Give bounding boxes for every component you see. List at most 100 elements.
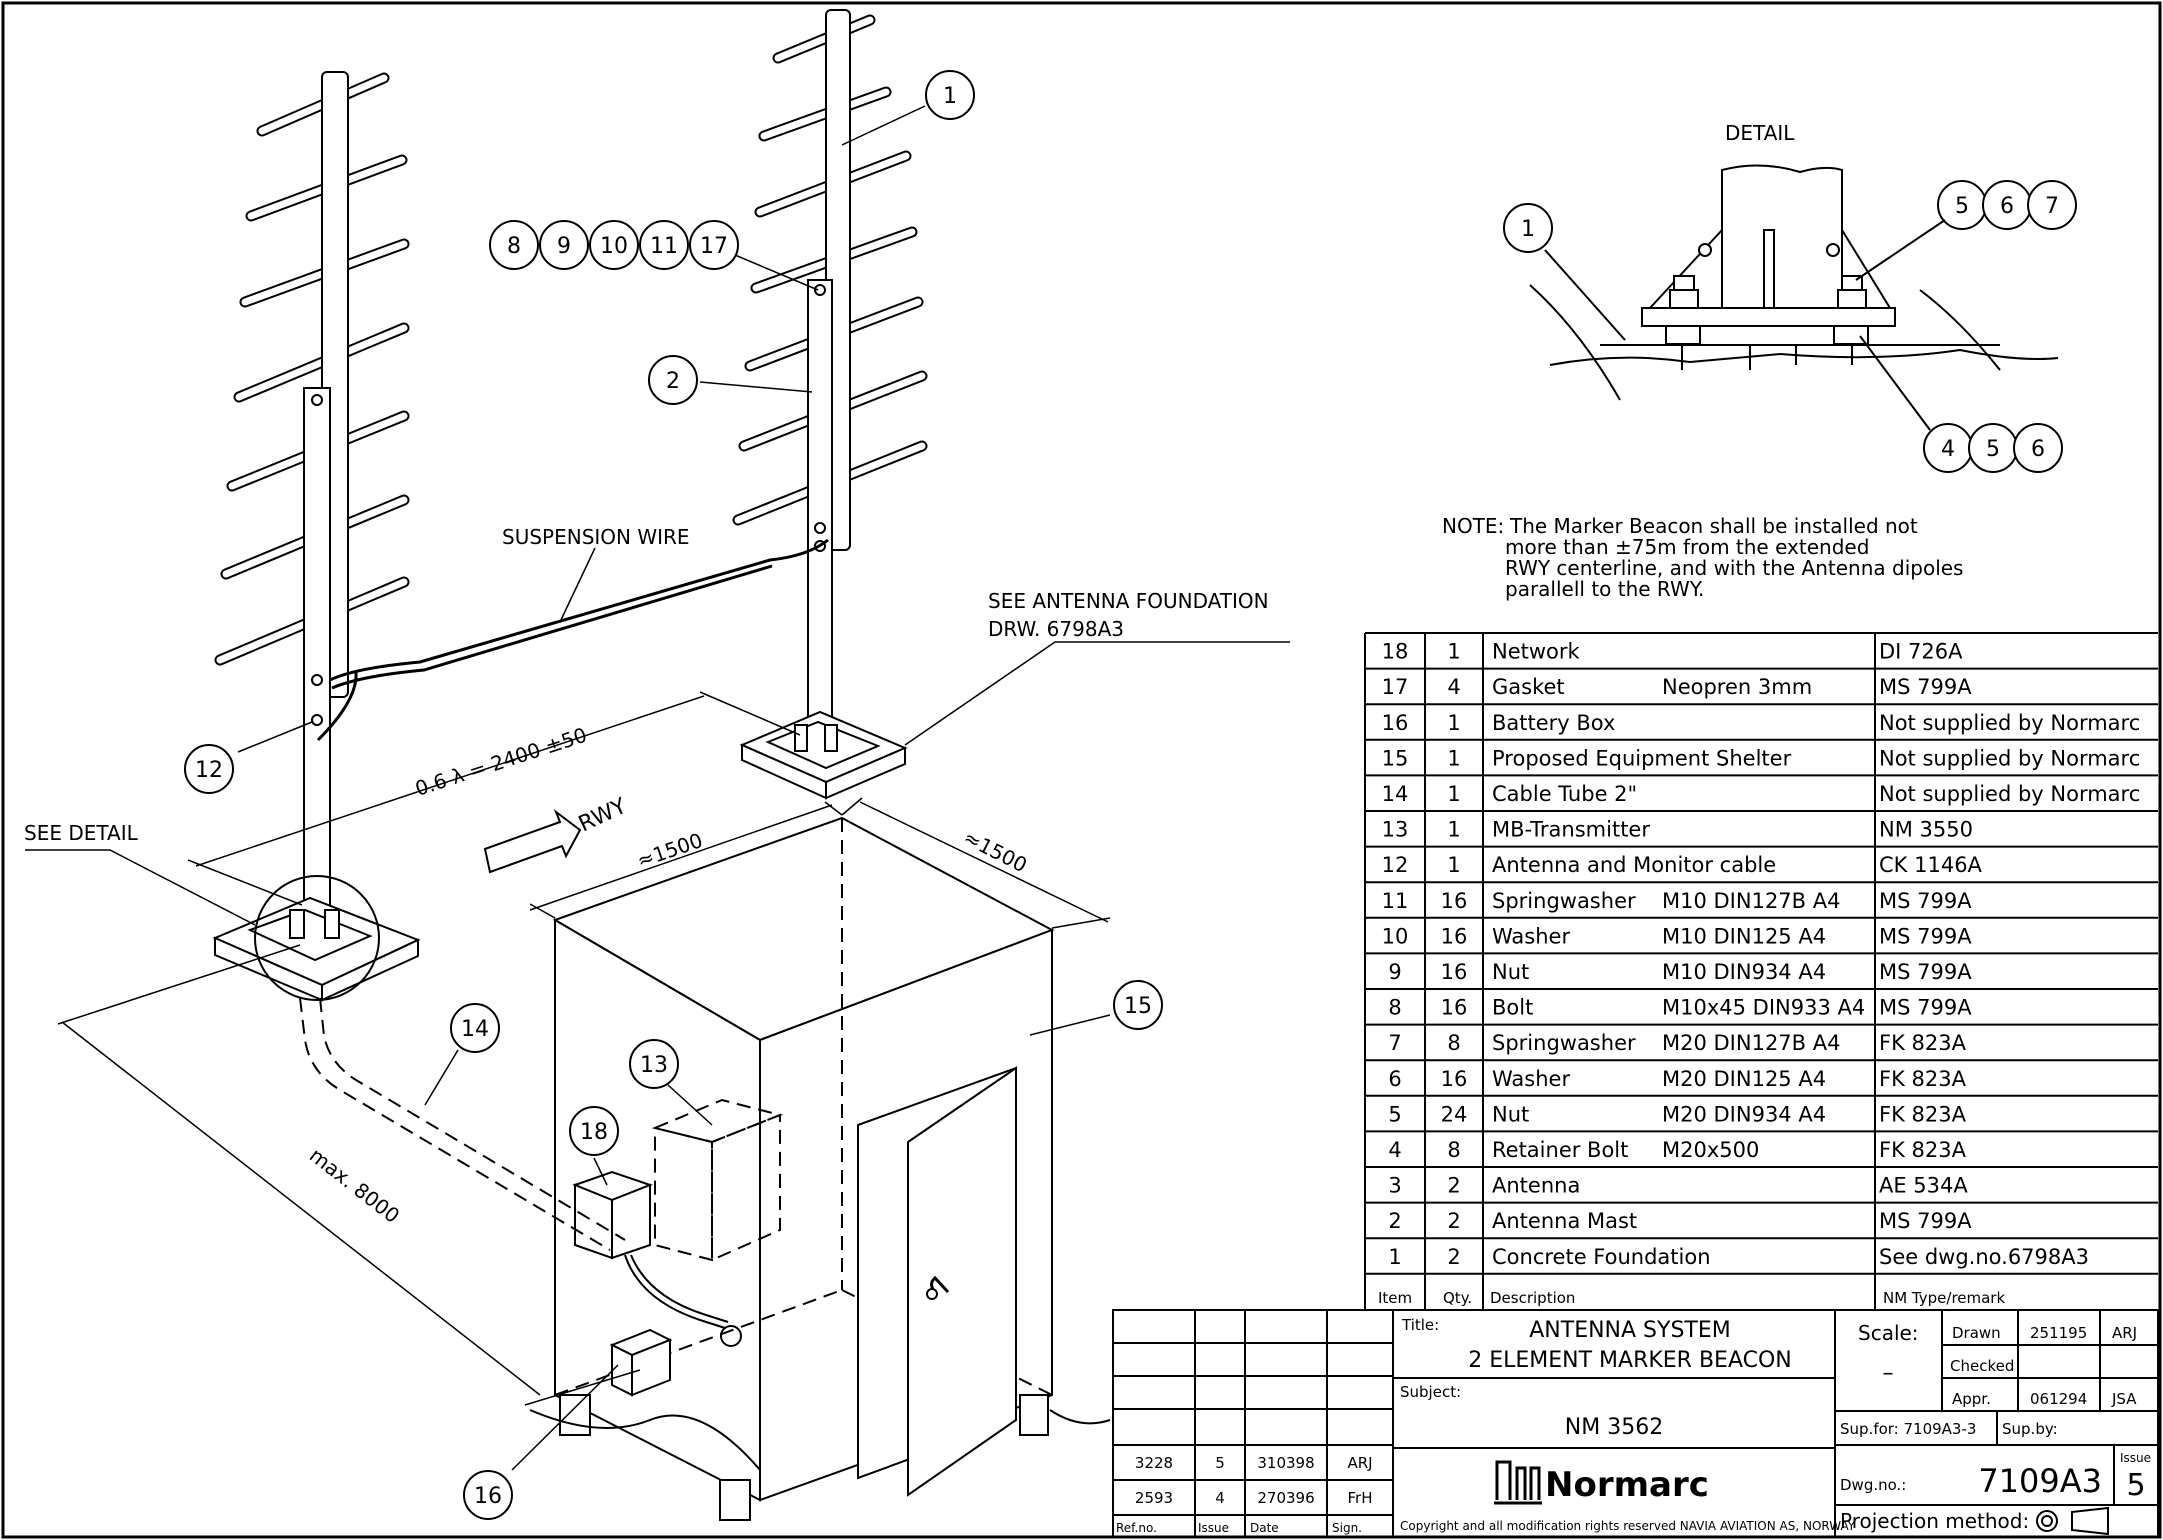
parts-row-item: 8 [1388, 996, 1401, 1020]
parts-row-item: 13 [1382, 818, 1409, 842]
parts-row-qty: 16 [1441, 889, 1468, 913]
left-foundation [212, 875, 421, 1002]
parts-row-desc: Gasket [1492, 675, 1565, 699]
callout-12: 12 [195, 758, 223, 783]
dim-width-label: ≈1500 [634, 828, 706, 873]
cable-tube [299, 997, 626, 1251]
rev-header-issue: Issue [1198, 1521, 1229, 1535]
parts-row-type: MS 799A [1879, 996, 1972, 1020]
drawing-title-line-1: ANTENNA SYSTEM [1529, 1318, 1731, 1343]
parts-row-qty: 24 [1441, 1102, 1468, 1126]
normarc-logo [1494, 1460, 1542, 1505]
parts-row-item: 6 [1388, 1067, 1401, 1091]
parts-row-desc: Battery Box [1492, 711, 1615, 735]
parts-row-desc: Springwasher [1492, 889, 1636, 913]
detail-callout-5: 5 [1955, 194, 1969, 219]
appr-label: Appr. [1952, 1390, 1991, 1408]
rev2-issue: 4 [1215, 1489, 1225, 1507]
parts-row-item: 11 [1382, 889, 1409, 913]
parts-row-item: 7 [1388, 1031, 1401, 1055]
rwy-label: RWY [575, 794, 631, 838]
company-name: Normarc [1545, 1465, 1709, 1505]
suspension-wire [316, 538, 829, 742]
parts-row-qty: 16 [1441, 960, 1468, 984]
equipment-shelter [529, 816, 1111, 1521]
detail-callout-7: 7 [2045, 194, 2059, 219]
parts-row-item: 10 [1382, 924, 1409, 948]
title-block [1112, 1309, 2159, 1538]
note-line-4: parallell to the RWY. [1505, 577, 1704, 601]
see-detail-label: SEE DETAIL [24, 821, 139, 845]
callout-18: 18 [580, 1120, 608, 1145]
parts-row-spec: Neopren 3mm [1662, 675, 1812, 699]
projection-symbol-icon [2036, 1506, 2109, 1536]
parts-row-qty: 1 [1447, 746, 1460, 770]
parts-row-type: FK 823A [1879, 1138, 1967, 1162]
note-line-2: more than ±75m from the extended [1505, 535, 1869, 559]
detail-view [1529, 164, 2059, 431]
scale-value: – [1883, 1361, 1894, 1386]
parts-row-qty: 1 [1447, 818, 1460, 842]
appr-sign: JSA [2111, 1390, 2137, 1408]
parts-row-qty: 2 [1447, 1245, 1460, 1269]
rev2-sign: FrH [1348, 1489, 1373, 1507]
dim-spacing-label: 0.6 λ = 2400 ±50 [412, 723, 590, 801]
parts-row-spec: M20x500 [1662, 1138, 1759, 1162]
parts-row-type: CK 1146A [1879, 853, 1983, 877]
sup-for: Sup.for: 7109A3-3 [1840, 1420, 1976, 1438]
parts-row-qty: 4 [1447, 675, 1460, 699]
parts-row-type: MS 799A [1879, 960, 1972, 984]
parts-row-spec: M20 DIN934 A4 [1662, 1102, 1826, 1126]
left-antenna-mast [303, 387, 331, 924]
header-description: Description [1490, 1289, 1575, 1307]
parts-row-desc: Retainer Bolt [1492, 1138, 1628, 1162]
parts-row-item: 18 [1382, 640, 1409, 664]
rev1-date: 310398 [1257, 1454, 1314, 1472]
internal-cables [624, 1254, 742, 1347]
parts-row-desc: Springwasher [1492, 1031, 1636, 1055]
foundation-ref-label-2: DRW. 6798A3 [988, 617, 1124, 641]
header-item: Item [1378, 1289, 1412, 1307]
parts-row-desc: Antenna and Monitor cable [1492, 853, 1776, 877]
rev1-issue: 5 [1215, 1454, 1225, 1472]
parts-row-spec: M10x45 DIN933 A4 [1662, 996, 1865, 1020]
note-line-1: The Marker Beacon shall be installed not [1509, 514, 1918, 538]
detail-callout-6b: 6 [2031, 437, 2045, 462]
dim-max-label: max. 8000 [305, 1143, 404, 1228]
parts-row-item: 17 [1382, 675, 1409, 699]
parts-row-qty: 16 [1441, 924, 1468, 948]
subject-label: Subject: [1400, 1383, 1461, 1401]
drawn-date: 251195 [2030, 1324, 2087, 1342]
parts-row-qty: 16 [1441, 1067, 1468, 1091]
parts-row-type: MS 799A [1879, 1209, 1972, 1233]
parts-row-type: DI 726A [1879, 640, 1963, 664]
parts-row-qty: 1 [1447, 640, 1460, 664]
parts-row-desc: Network [1492, 640, 1581, 664]
issue-label: Issue [2120, 1451, 2151, 1465]
parts-row-item: 12 [1382, 853, 1409, 877]
parts-row-desc: Antenna [1492, 1174, 1580, 1198]
rev-header-sign: Sign. [1332, 1521, 1362, 1535]
parts-row-spec: M10 DIN127B A4 [1662, 889, 1840, 913]
detail-callout-4: 4 [1941, 437, 1955, 462]
callout-numbers: 1 8 9 10 11 17 2 12 14 15 13 18 16 1 5 6… [195, 84, 2059, 1509]
parts-row-qty: 8 [1447, 1031, 1460, 1055]
mb-transmitter [651, 1098, 784, 1262]
drawn-label: Drawn [1952, 1324, 2001, 1342]
dim-depth-label: ≈1500 [960, 825, 1031, 877]
sup-by: Sup.by: [2002, 1420, 2058, 1438]
parts-row-type: MS 799A [1879, 924, 1972, 948]
parts-row-qty: 1 [1447, 711, 1460, 735]
parts-row-qty: 8 [1447, 1138, 1460, 1162]
parts-row-item: 16 [1382, 711, 1409, 735]
parts-row-spec: M10 DIN934 A4 [1662, 960, 1826, 984]
callout-8: 8 [507, 234, 521, 259]
parts-row-desc: MB-Transmitter [1492, 818, 1650, 842]
callout-1: 1 [943, 84, 957, 109]
parts-row-type: Not supplied by Normarc [1879, 782, 2140, 806]
parts-row-type: See dwg.no.6798A3 [1879, 1245, 2089, 1269]
callout-17: 17 [700, 234, 728, 259]
left-antenna [214, 71, 410, 924]
parts-row-desc: Bolt [1492, 996, 1533, 1020]
